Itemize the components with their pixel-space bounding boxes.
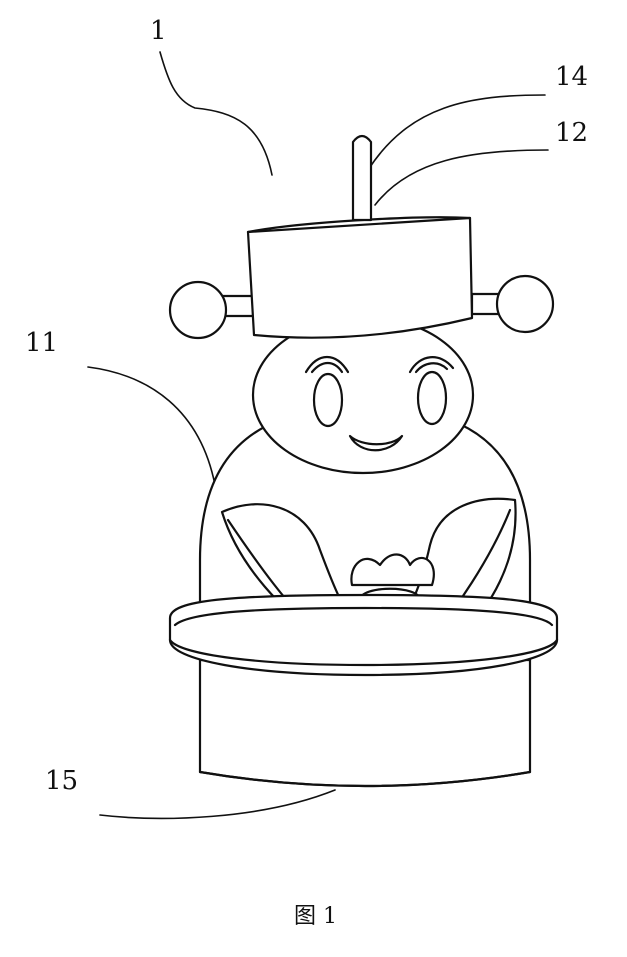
reference-label-15: 15 bbox=[45, 766, 79, 796]
right-eye bbox=[416, 370, 448, 426]
left-eye bbox=[312, 372, 344, 428]
face bbox=[304, 356, 455, 452]
reference-label-14: 14 bbox=[555, 62, 589, 92]
leader-line-12 bbox=[374, 149, 549, 206]
flower-top bbox=[350, 553, 435, 587]
leader-line-15 bbox=[99, 789, 336, 820]
left-ball bbox=[168, 280, 228, 340]
leader-line-1 bbox=[159, 51, 273, 176]
right-ball bbox=[495, 274, 555, 334]
base-cylinder bbox=[198, 638, 532, 788]
antenna bbox=[351, 134, 373, 222]
leader-line-11 bbox=[87, 366, 216, 486]
reference-label-11: 11 bbox=[25, 328, 59, 358]
left-eyebrow bbox=[304, 356, 350, 374]
reference-label-1: 1 bbox=[150, 16, 167, 46]
mouth bbox=[348, 434, 404, 452]
figure-caption: 图 1 bbox=[294, 904, 337, 929]
reference-label-12: 12 bbox=[555, 118, 589, 148]
leader-line-14 bbox=[367, 94, 546, 171]
container-rim bbox=[168, 593, 559, 677]
hat bbox=[246, 216, 474, 339]
right-eyebrow bbox=[408, 356, 455, 374]
